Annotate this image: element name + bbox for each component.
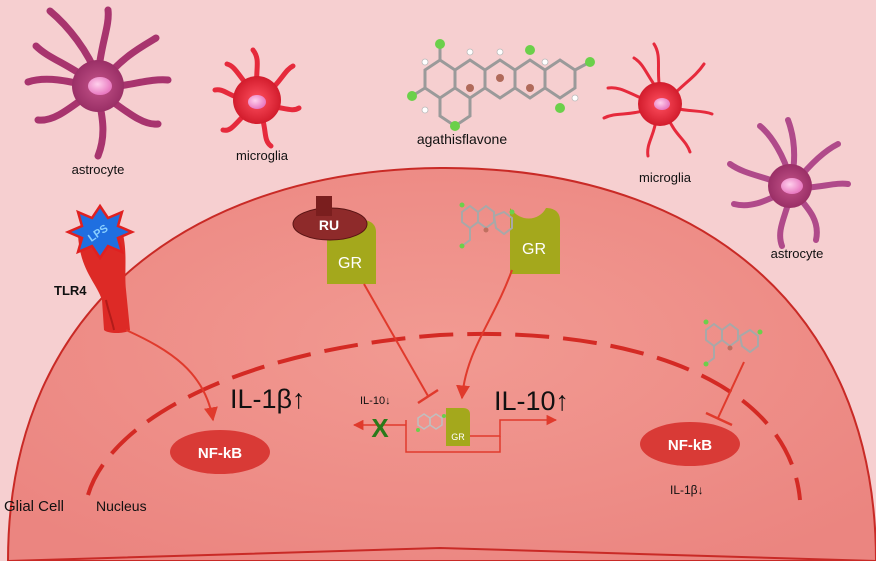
gr-left-label: GR bbox=[338, 255, 362, 272]
ru-label: RU bbox=[319, 217, 339, 233]
microglia-right-cell bbox=[602, 42, 714, 158]
gr-nuclear-receptor bbox=[446, 408, 470, 446]
nucleus-membrane bbox=[86, 331, 802, 501]
il10-down-arrow bbox=[352, 419, 501, 453]
gr-ru-inhibition-line bbox=[363, 283, 439, 405]
il1b-down-label: IL-1β↓ bbox=[670, 483, 704, 497]
tlr4-receptor bbox=[78, 230, 130, 333]
il1b-up-label: IL-1β↑ bbox=[230, 384, 306, 414]
gr-agathisflavone-to-nucleus-arrow bbox=[456, 269, 513, 400]
glial-cell-label: Glial Cell bbox=[4, 498, 64, 515]
agathisflavone-molecule bbox=[407, 39, 595, 131]
nfkb-right-label: NF-kB bbox=[668, 437, 712, 454]
agathisflavone-bound-molecule bbox=[459, 202, 515, 249]
tlr4-to-nfkb-arrow bbox=[125, 329, 218, 422]
agathisflavone-label: agathisflavone bbox=[417, 131, 508, 147]
gr-right-receptor bbox=[510, 208, 560, 274]
astrocyte-left-cell bbox=[24, 6, 172, 160]
il10-down-label: IL-10↓ bbox=[360, 395, 391, 407]
il10-up-label: IL-10↑ bbox=[494, 386, 569, 416]
glial-cell-bottom-edge bbox=[7, 546, 876, 561]
astrocyte-left-label: astrocyte bbox=[72, 162, 125, 177]
il10-up-arrow bbox=[470, 414, 558, 437]
microglia-right-label: microglia bbox=[639, 170, 692, 185]
microglia-left-label: microglia bbox=[236, 148, 289, 163]
il10-block-mark: X bbox=[371, 413, 389, 443]
agathisflavone-nuclear-bound-molecule bbox=[416, 413, 446, 432]
ru-antagonist-stem bbox=[316, 196, 332, 216]
agathisflavone-nuclear-molecule bbox=[703, 319, 763, 367]
lps-ligand bbox=[64, 203, 136, 261]
astrocyte-right-cell bbox=[727, 117, 851, 249]
molecule-to-nfkb-inhibition-line bbox=[705, 361, 745, 427]
nucleus-label: Nucleus bbox=[96, 498, 147, 514]
nfkb-left-label: NF-kB bbox=[198, 445, 242, 462]
astrocyte-right-label: astrocyte bbox=[771, 246, 824, 261]
gr-nuclear-label: GR bbox=[451, 432, 465, 442]
gr-right-label: GR bbox=[522, 241, 546, 258]
microglia-left-cell bbox=[212, 47, 302, 149]
tlr4-label: TLR4 bbox=[54, 283, 87, 298]
nfkb-right bbox=[640, 422, 740, 466]
nfkb-left bbox=[170, 430, 270, 474]
